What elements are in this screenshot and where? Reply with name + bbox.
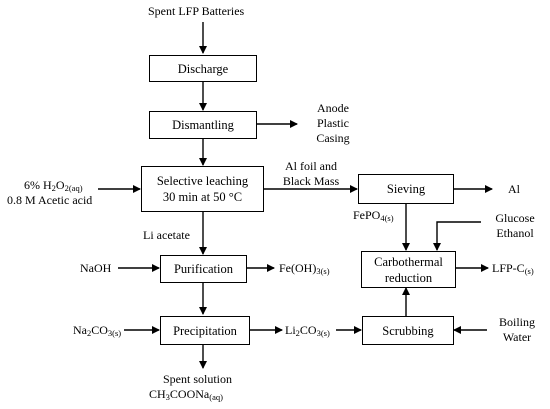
label-acetic-acid: 0.8 M Acetic acid — [7, 193, 93, 207]
discharge-box: Discharge — [149, 55, 257, 82]
label-li2co3: Li2CO3(s) — [285, 323, 330, 338]
label-lfp-c: LFP-C(s) — [492, 261, 534, 276]
carbothermal-line-1: Carbothermal — [374, 254, 443, 269]
label-al: Al — [508, 182, 520, 196]
label-boiling-water: Boiling Water — [498, 315, 535, 344]
selective-leaching-box: Selective leaching 30 min at 50 °C — [141, 166, 264, 212]
carbothermal-box: Carbothermal reduction — [361, 251, 456, 288]
label-glucose-ethanol: Glucose Ethanol — [495, 211, 535, 240]
label-spent-lfp: Spent LFP Batteries — [148, 4, 245, 18]
label-feoh3: Fe(OH)3(s) — [279, 261, 330, 276]
label-al-foil-black-mass: Al foil and Black Mass — [282, 159, 340, 188]
purification-box: Purification — [160, 255, 247, 283]
label-naoh: NaOH — [80, 261, 112, 275]
leaching-line-1: Selective leaching — [156, 174, 249, 188]
label-li-acetate: Li acetate — [143, 228, 190, 242]
precipitation-box: Precipitation — [160, 316, 250, 345]
label-ch3coona: CH3COONa(aq) — [149, 387, 223, 402]
scrubbing-box: Scrubbing — [362, 316, 454, 345]
carbothermal-line-2: reduction — [384, 270, 433, 285]
label-h2o2: 6% H2O2(aq) — [24, 178, 83, 193]
sieving-box: Sieving — [358, 174, 454, 204]
label-spent-solution: Spent solution — [163, 372, 233, 386]
label-fepo4: FePO4(s) — [353, 208, 394, 223]
leaching-line-2: 30 min at 50 °C — [162, 190, 243, 204]
arrow-glucose-to-carbothermal — [433, 221, 481, 251]
label-anode-plastic-casing: Anode Plastic Casing — [316, 101, 350, 145]
dismantling-box: Dismantling — [149, 111, 257, 139]
label-na2co3: Na2CO3(s) — [73, 323, 122, 338]
